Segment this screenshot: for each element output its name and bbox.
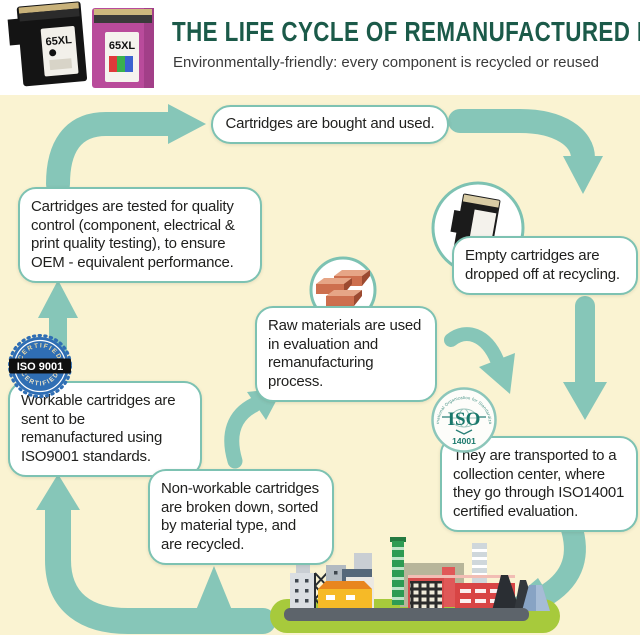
arrow-bought-to-dropoff: [448, 109, 603, 194]
black-cartridge: 65XL: [7, 1, 88, 87]
iso14001-name: ISO: [448, 409, 481, 430]
step-box-transported: They are transported to a collection cen…: [440, 436, 638, 533]
iso9001-banner-label: ISO 9001: [17, 361, 63, 373]
arrow-rawmaterials-to-evaluation: [444, 327, 515, 394]
tricolor-cartridge: 65XL: [92, 8, 154, 88]
arrow-tested-to-bought: [46, 104, 206, 196]
tricolor-cartridge-label: 65XL: [109, 40, 136, 52]
iso-9001-badge: CERTIFIED CERTIFIED ISO 9001: [8, 334, 72, 398]
arrow-branch-to-nonworkable: [192, 566, 236, 620]
black-cartridge-label: 65XL: [45, 34, 73, 48]
step-box-raw-materials: Raw materials are used in evaluation and…: [255, 306, 437, 403]
factory-illustration: [270, 537, 560, 633]
arrow-dropoff-to-transported: [563, 296, 607, 420]
iso14001-number: 14001: [452, 436, 476, 446]
bricks: [316, 270, 370, 306]
step-box-non-workable: Non-workable cartridges are broken down,…: [148, 469, 334, 566]
step-box-empty-dropoff: Empty cartridges are dropped off at recy…: [452, 236, 638, 296]
step-box-tested: Cartridges are tested for quality contro…: [18, 187, 262, 284]
iso-14001-badge: International Organization for Standardi…: [430, 386, 497, 453]
ink-cartridges-photo: 65XL 65XL: [7, 1, 154, 88]
step-box-workable: Workable cartridges are sent to be reman…: [8, 381, 202, 478]
rainbow-stripe: [109, 56, 133, 72]
page-subtitle: Environmentally-friendly: every componen…: [173, 54, 600, 71]
arrow-factory-to-workable: [36, 474, 276, 634]
page-title: THE LIFE CYCLE OF REMANUFACTURED INK: [172, 16, 640, 47]
header: 65XL 65XL THE LIFE CYCLE OF REMANUFACTUR…: [0, 0, 640, 95]
step-box-bought-used: Cartridges are bought and used.: [211, 105, 449, 144]
